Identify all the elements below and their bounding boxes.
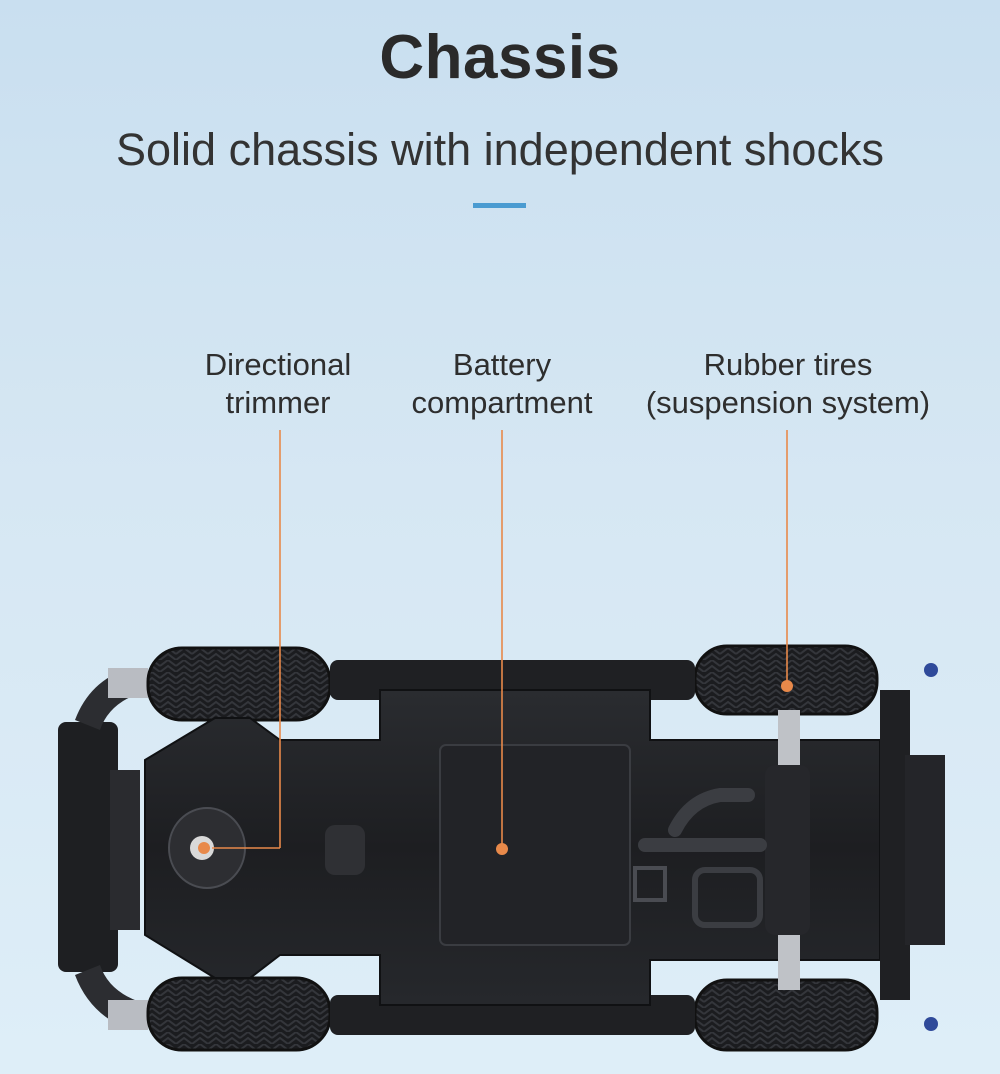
trimmer-pointer-dot xyxy=(198,842,210,854)
callout-battery-compartment: Battery compartment xyxy=(392,346,612,422)
callout-rubber-tires: Rubber tires (suspension system) xyxy=(628,346,948,422)
callout-label-line2: compartment xyxy=(411,385,593,420)
battery-pointer-dot xyxy=(496,843,508,855)
rear-left-wheel xyxy=(693,644,879,716)
callout-label-line1: Battery xyxy=(452,347,552,382)
rear-right-wheel xyxy=(693,978,879,1052)
callout-label-line1: Rubber tires xyxy=(703,347,873,382)
page-subtitle: Solid chassis with independent shocks xyxy=(116,124,884,175)
front-right-wheel xyxy=(146,976,332,1052)
callout-leaders xyxy=(198,430,793,855)
callout-label-line2: (suspension system) xyxy=(645,385,931,420)
accent-divider xyxy=(473,203,526,208)
callout-directional-trimmer: Directional trimmer xyxy=(178,346,378,422)
page-title: Chassis xyxy=(379,23,621,92)
callout-label-line1: Directional xyxy=(204,347,352,382)
front-bumper xyxy=(58,668,150,1030)
tire-pointer-dot xyxy=(781,680,793,692)
rear-bumper xyxy=(880,663,945,1031)
callout-label-line2: trimmer xyxy=(225,385,331,420)
front-left-wheel xyxy=(146,646,332,722)
